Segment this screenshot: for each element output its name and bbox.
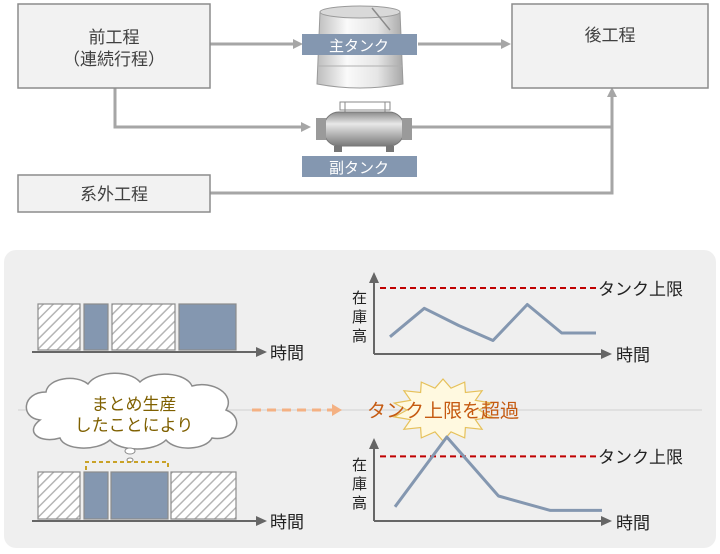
cause-thought-bubble: まとめ生産 したことにより xyxy=(25,372,238,463)
inventory-chart-bottom: タンク上限 時間 在 庫 高 xyxy=(352,435,683,534)
arrow-pre-to-sub xyxy=(113,88,311,132)
external-process-box: 系外工程 xyxy=(17,174,211,213)
result-text: タンク上限を超過 xyxy=(367,400,519,422)
production-bar-solid xyxy=(83,471,109,520)
post-process-label: 後工程 xyxy=(585,26,636,46)
bubble-text-line2: したことにより xyxy=(75,416,194,436)
y-axis-label-char: 在 xyxy=(352,289,367,307)
arrow-sub-to-post xyxy=(412,87,617,129)
x-axis-label: 時間 xyxy=(616,346,650,366)
production-bars-bottom xyxy=(37,471,237,520)
production-bar-hatched xyxy=(111,303,176,351)
inventory-series-line xyxy=(393,435,602,512)
production-bar-hatched xyxy=(37,471,81,520)
tank-limit-label: タンク上限 xyxy=(598,448,683,468)
sub-tank-label: 副タンク xyxy=(329,159,389,177)
pre-process-box: 前工程 （連続行程） xyxy=(17,3,211,89)
time-label: 時間 xyxy=(270,344,304,364)
y-axis-label-char: 高 xyxy=(352,494,367,512)
inventory-series-line xyxy=(389,303,596,342)
y-axis-label-char: 高 xyxy=(352,327,367,345)
production-bar-solid xyxy=(110,471,169,520)
external-process-label: 系外工程 xyxy=(80,185,148,205)
pre-process-sublabel: （連続行程） xyxy=(63,50,165,70)
y-axis-label-char: 庫 xyxy=(352,475,367,493)
tank-limit-label: タンク上限 xyxy=(598,280,683,300)
production-bars-top xyxy=(37,303,237,351)
production-bar-hatched xyxy=(37,303,81,351)
inventory-chart-top: タンク上限 時間 在 庫 高 xyxy=(352,272,683,366)
arrow-external-to-post xyxy=(210,127,614,195)
time-label: 時間 xyxy=(270,513,304,533)
post-process-box: 後工程 xyxy=(511,3,709,89)
production-bar-solid xyxy=(178,303,237,351)
main-tank-label: 主タンク xyxy=(329,37,389,55)
main-tank-label-bg xyxy=(302,34,417,55)
horizontal-tank-icon xyxy=(316,101,412,152)
x-axis-label: 時間 xyxy=(616,514,650,534)
sub-tank-label-bg xyxy=(302,156,417,177)
bubble-text-line1: まとめ生産 xyxy=(92,395,177,415)
production-bar-hatched xyxy=(170,471,237,520)
production-bar-solid xyxy=(83,303,109,351)
y-axis-label-char: 在 xyxy=(352,456,367,474)
y-axis-label-char: 庫 xyxy=(352,308,367,326)
pre-process-label: 前工程 xyxy=(89,28,140,48)
bubble-connector-bracket xyxy=(85,461,169,470)
